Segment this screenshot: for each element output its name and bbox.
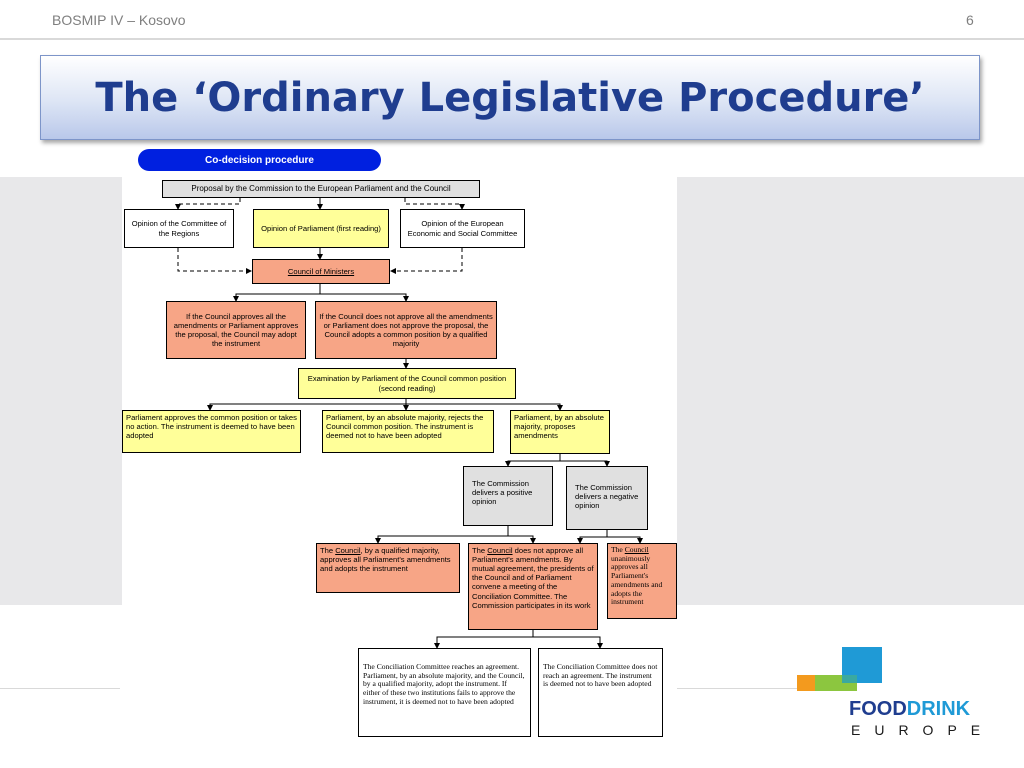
node-parliament-rejects: Parliament, by an absolute majority, rej… (322, 410, 494, 453)
node-parliament-approves: Parliament approves the common position … (122, 410, 301, 453)
logo-europe-text: EUROPE (851, 722, 995, 738)
footer-rule-right (677, 688, 797, 689)
node-second-reading: Examination by Parliament of the Council… (298, 368, 516, 399)
council-link-text: Council (624, 545, 649, 554)
node-proposal: Proposal by the Commission to the Europe… (162, 180, 480, 198)
node-council-of-ministers: Council of Ministers (252, 259, 390, 284)
header-left-text: BOSMIP IV – Kosovo (52, 12, 186, 28)
node-opinion-parliament: Opinion of Parliament (first reading) (253, 209, 389, 248)
node-council-not-approve: If the Council does not approve all the … (315, 301, 497, 359)
logo-wordmark: FOODDRINK (849, 698, 970, 721)
page-number: 6 (966, 12, 974, 28)
fooddrink-europe-logo-mark (797, 647, 882, 691)
right-band (677, 177, 1024, 605)
title-box: The ‘Ordinary Legislative Procedure’ (40, 55, 980, 140)
logo-drink-text: DRINK (906, 698, 971, 720)
node-council-approves: If the Council approves all the amendmen… (166, 301, 306, 359)
node-commission-positive: The Commission delivers a positive opini… (463, 466, 553, 526)
node-parliament-amends: Parliament, by an absolute majority, pro… (510, 410, 610, 454)
node-commission-negative: The Commission delivers a negative opini… (566, 466, 648, 530)
council-link-text: Council (335, 546, 361, 555)
node-council-qualified-majority: The Council, by a qualified majority, ap… (316, 543, 460, 593)
council-link-text: Council (487, 546, 513, 555)
node-conciliation-no-agreement: The Conciliation Committee does not reac… (538, 648, 663, 737)
header-rule (0, 38, 1024, 40)
left-band (0, 177, 122, 605)
footer-rule-left (0, 688, 120, 689)
node-opinion-regions: Opinion of the Committee of the Regions (124, 209, 234, 248)
node-opinion-esc: Opinion of the European Economic and Soc… (400, 209, 525, 248)
node-council-unanimous: The Council unanimously approves all Par… (607, 543, 677, 619)
page-title: The ‘Ordinary Legislative Procedure’ (95, 74, 925, 121)
node-council-conciliation: The Council does not approve all Parliam… (468, 543, 598, 630)
node-conciliation-agreement: The Conciliation Committee reaches an ag… (358, 648, 531, 737)
co-decision-pill: Co-decision procedure (138, 149, 381, 171)
logo-food-text: FOOD (849, 698, 907, 720)
